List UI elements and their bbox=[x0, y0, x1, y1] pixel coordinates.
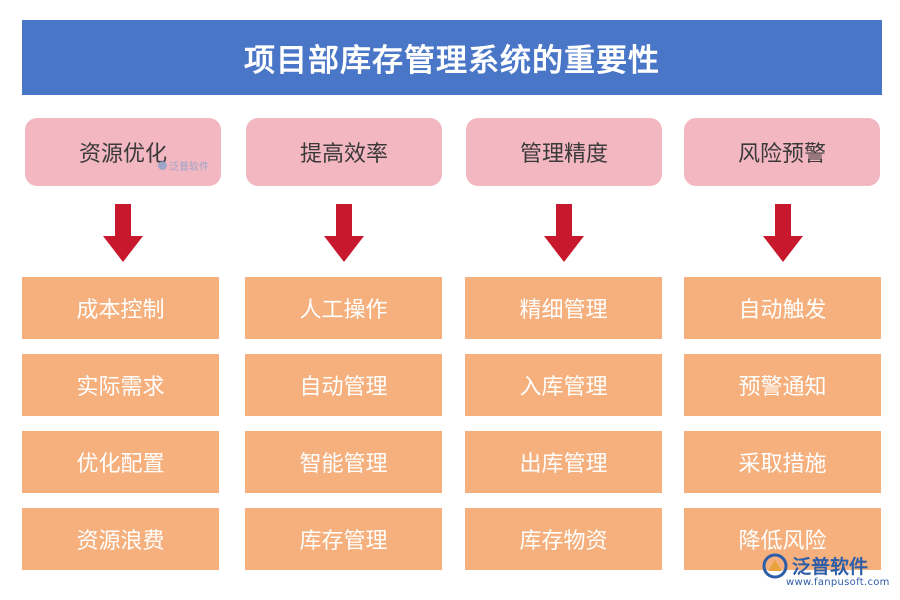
item-box: 实际需求 bbox=[22, 354, 219, 416]
item-box: 库存物资 bbox=[465, 508, 662, 570]
item-box: 优化配置 bbox=[22, 431, 219, 493]
item-box: 成本控制 bbox=[22, 277, 219, 339]
category-label: 风险预警 bbox=[737, 142, 826, 167]
item-label: 精细管理 bbox=[519, 298, 608, 323]
fanpu-logo-icon bbox=[762, 553, 788, 578]
item-box: 库存管理 bbox=[245, 508, 442, 570]
down-arrow-icon bbox=[763, 204, 803, 262]
watermark-logo-icon bbox=[158, 161, 167, 170]
item-label: 降低风险 bbox=[738, 529, 827, 554]
item-label: 人工操作 bbox=[299, 298, 388, 323]
item-label: 资源浪费 bbox=[76, 529, 165, 554]
item-box: 出库管理 bbox=[465, 431, 662, 493]
title-banner: 项目部库存管理系统的重要性 bbox=[22, 20, 882, 95]
item-label: 预警通知 bbox=[738, 375, 827, 400]
item-label: 自动触发 bbox=[738, 298, 827, 323]
category-label: 资源优化 bbox=[78, 142, 167, 167]
watermark: 泛普软件 bbox=[158, 158, 209, 173]
item-box: 采取措施 bbox=[684, 431, 881, 493]
item-box: 入库管理 bbox=[465, 354, 662, 416]
category-label: 管理精度 bbox=[519, 142, 608, 167]
item-box: 智能管理 bbox=[245, 431, 442, 493]
item-label: 库存物资 bbox=[519, 529, 608, 554]
item-label: 自动管理 bbox=[299, 375, 388, 400]
item-box: 预警通知 bbox=[684, 354, 881, 416]
category-box-resource-optimization: 资源优化 bbox=[25, 118, 221, 186]
item-label: 出库管理 bbox=[519, 452, 608, 477]
item-box: 降低风险 bbox=[684, 508, 881, 570]
item-box: 自动触发 bbox=[684, 277, 881, 339]
logo-name: 泛普软件 bbox=[792, 556, 869, 578]
page-title: 项目部库存管理系统的重要性 bbox=[244, 43, 660, 79]
item-label: 实际需求 bbox=[76, 375, 165, 400]
category-box-efficiency: 提高效率 bbox=[246, 118, 442, 186]
watermark-text: 泛普软件 bbox=[169, 162, 209, 173]
item-label: 库存管理 bbox=[299, 529, 388, 554]
item-label: 优化配置 bbox=[76, 452, 165, 477]
down-arrow-icon bbox=[103, 204, 143, 262]
category-box-precision: 管理精度 bbox=[466, 118, 662, 186]
down-arrow-icon bbox=[324, 204, 364, 262]
item-label: 入库管理 bbox=[519, 375, 608, 400]
logo-url: www.fanpusoft.com bbox=[786, 577, 890, 588]
item-box: 人工操作 bbox=[245, 277, 442, 339]
down-arrow-icon bbox=[544, 204, 584, 262]
item-box: 精细管理 bbox=[465, 277, 662, 339]
category-label: 提高效率 bbox=[299, 142, 388, 167]
item-box: 资源浪费 bbox=[22, 508, 219, 570]
brand-logo: 泛普软件 www.fanpusoft.com bbox=[762, 552, 892, 596]
item-box: 自动管理 bbox=[245, 354, 442, 416]
item-label: 成本控制 bbox=[76, 298, 165, 323]
category-box-risk-warning: 风险预警 bbox=[684, 118, 880, 186]
item-label: 采取措施 bbox=[738, 452, 827, 477]
item-label: 智能管理 bbox=[299, 452, 388, 477]
